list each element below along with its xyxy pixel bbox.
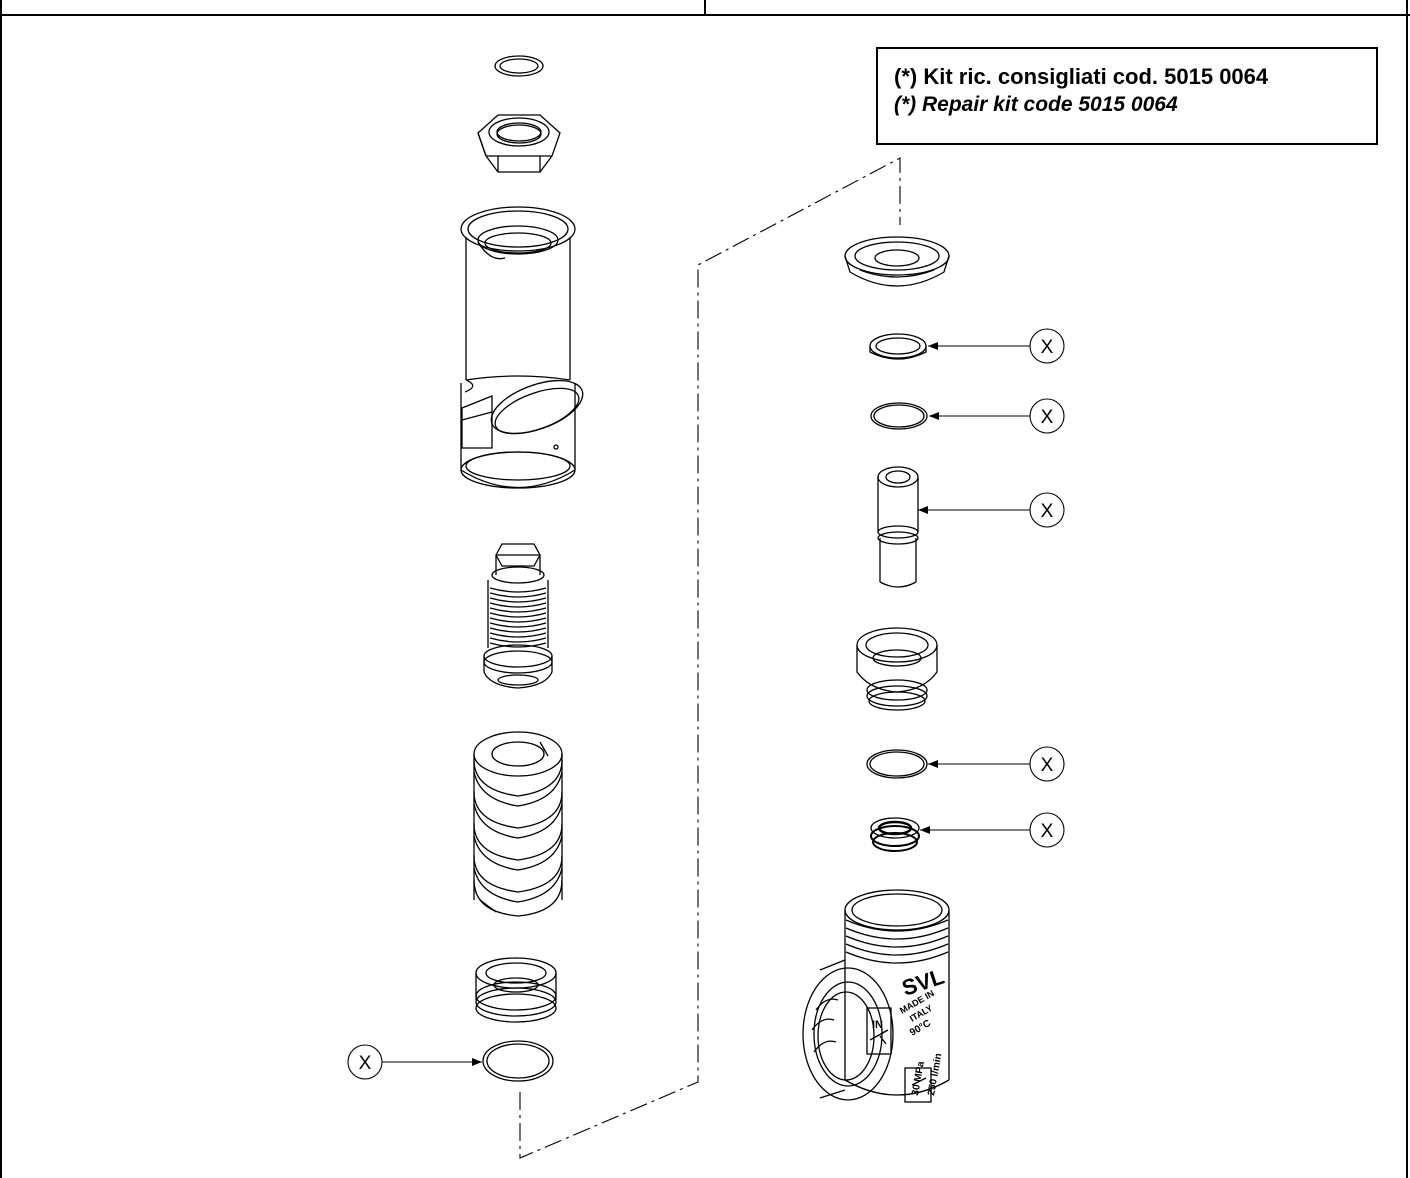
sleeve-part [877, 466, 919, 588]
threaded-plunger-part [483, 543, 553, 689]
seal-ring-part [869, 333, 927, 360]
callout-marker: X [1041, 821, 1054, 842]
callout-marker: X [1041, 501, 1054, 522]
snap-ring-part [494, 55, 544, 77]
flow-marking: 250 l/min [926, 1052, 944, 1096]
valve-seat-part [856, 627, 938, 711]
lower-seat-part [475, 957, 557, 1023]
callout-marker: X [1041, 407, 1054, 428]
o-ring-part [870, 402, 928, 430]
callout-group [347, 328, 1065, 1080]
coil-spring-part [473, 731, 563, 917]
cylinder-housing-part [460, 206, 584, 489]
o-ring-part [482, 1040, 554, 1082]
callout-marker: X [1041, 755, 1054, 776]
callout-marker: X [1041, 337, 1054, 358]
body-markings: SVL MADE IN ITALY 90°C IN 30 MPa 250 l/m… [872, 964, 947, 1097]
callout-marker: X [359, 1053, 372, 1074]
lip-seal-part [870, 817, 920, 852]
assembly-axis-line [519, 157, 901, 1159]
inlet-marking: IN [872, 1019, 883, 1031]
valve-body-part [802, 889, 950, 1103]
kit-note-english: (*) Repair kit code 5015 0064 [894, 93, 1178, 116]
callout-markers: X X X X X X [359, 337, 1054, 1074]
kit-note-italian: (*) Kit ric. consigliati cod. 5015 0064 [894, 64, 1269, 89]
valve-cap-part [844, 236, 950, 287]
o-ring-part [866, 749, 928, 779]
repair-kit-note: (*) Kit ric. consigliati cod. 5015 0064 … [876, 47, 1378, 145]
hex-nut-part [477, 114, 561, 173]
